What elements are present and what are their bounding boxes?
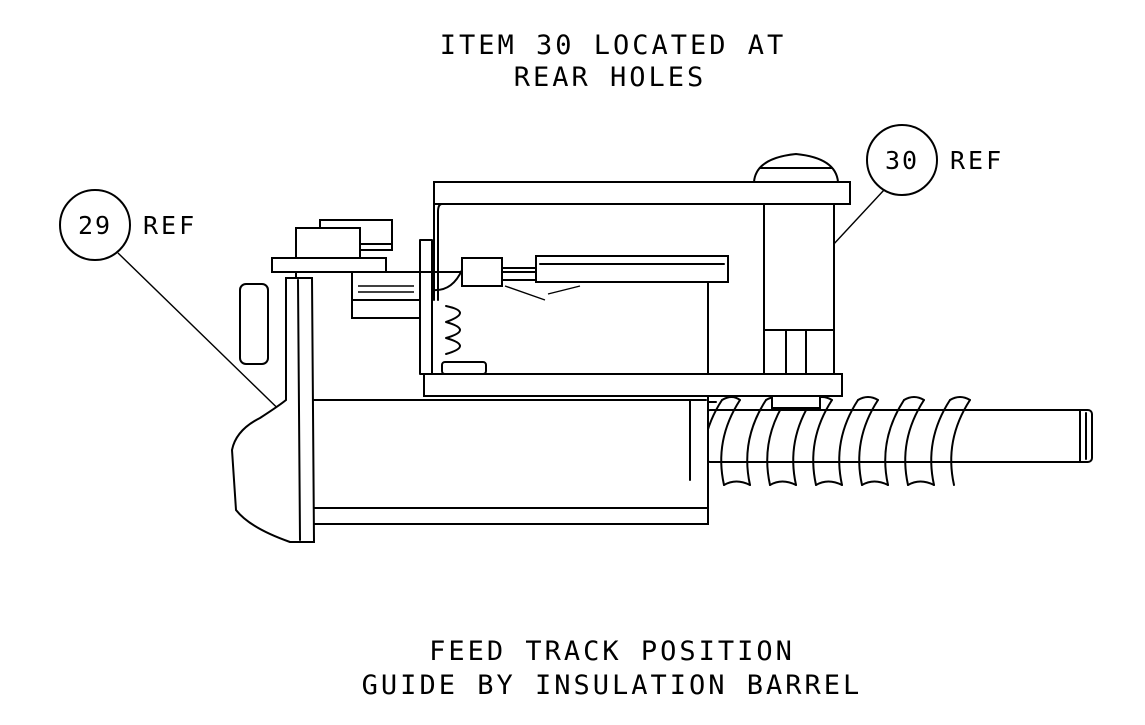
note-bottom-line2: GUIDE BY INSULATION BARREL [362, 670, 863, 701]
callout-30-leader [831, 189, 885, 247]
pawl-detent [351, 239, 487, 375]
callout-29-number: 29 [78, 211, 112, 240]
callout-30-bubble [866, 124, 938, 196]
callout-30-number: 30 [885, 146, 919, 175]
note-top-line1: ITEM 30 LOCATED AT [440, 30, 787, 61]
return-spring [702, 396, 971, 486]
feed-blade [461, 255, 729, 301]
note-top-line2: REAR HOLES [514, 62, 707, 93]
latch-block [271, 219, 393, 273]
callout-29-label: REF [143, 211, 197, 240]
callout-29-bubble [59, 189, 131, 261]
note-bottom-line1: FEED TRACK POSITION [429, 636, 795, 667]
upper-bracket [423, 152, 851, 409]
callout-30: 30 REF [831, 124, 1004, 247]
feed-track-assembly [230, 152, 1093, 543]
callout-29-leader [117, 252, 301, 431]
callout-29: 29 REF [59, 189, 301, 431]
plunger-rod [705, 409, 1093, 463]
callout-30-label: REF [950, 146, 1004, 175]
insulation-barrel-guide [230, 277, 316, 543]
